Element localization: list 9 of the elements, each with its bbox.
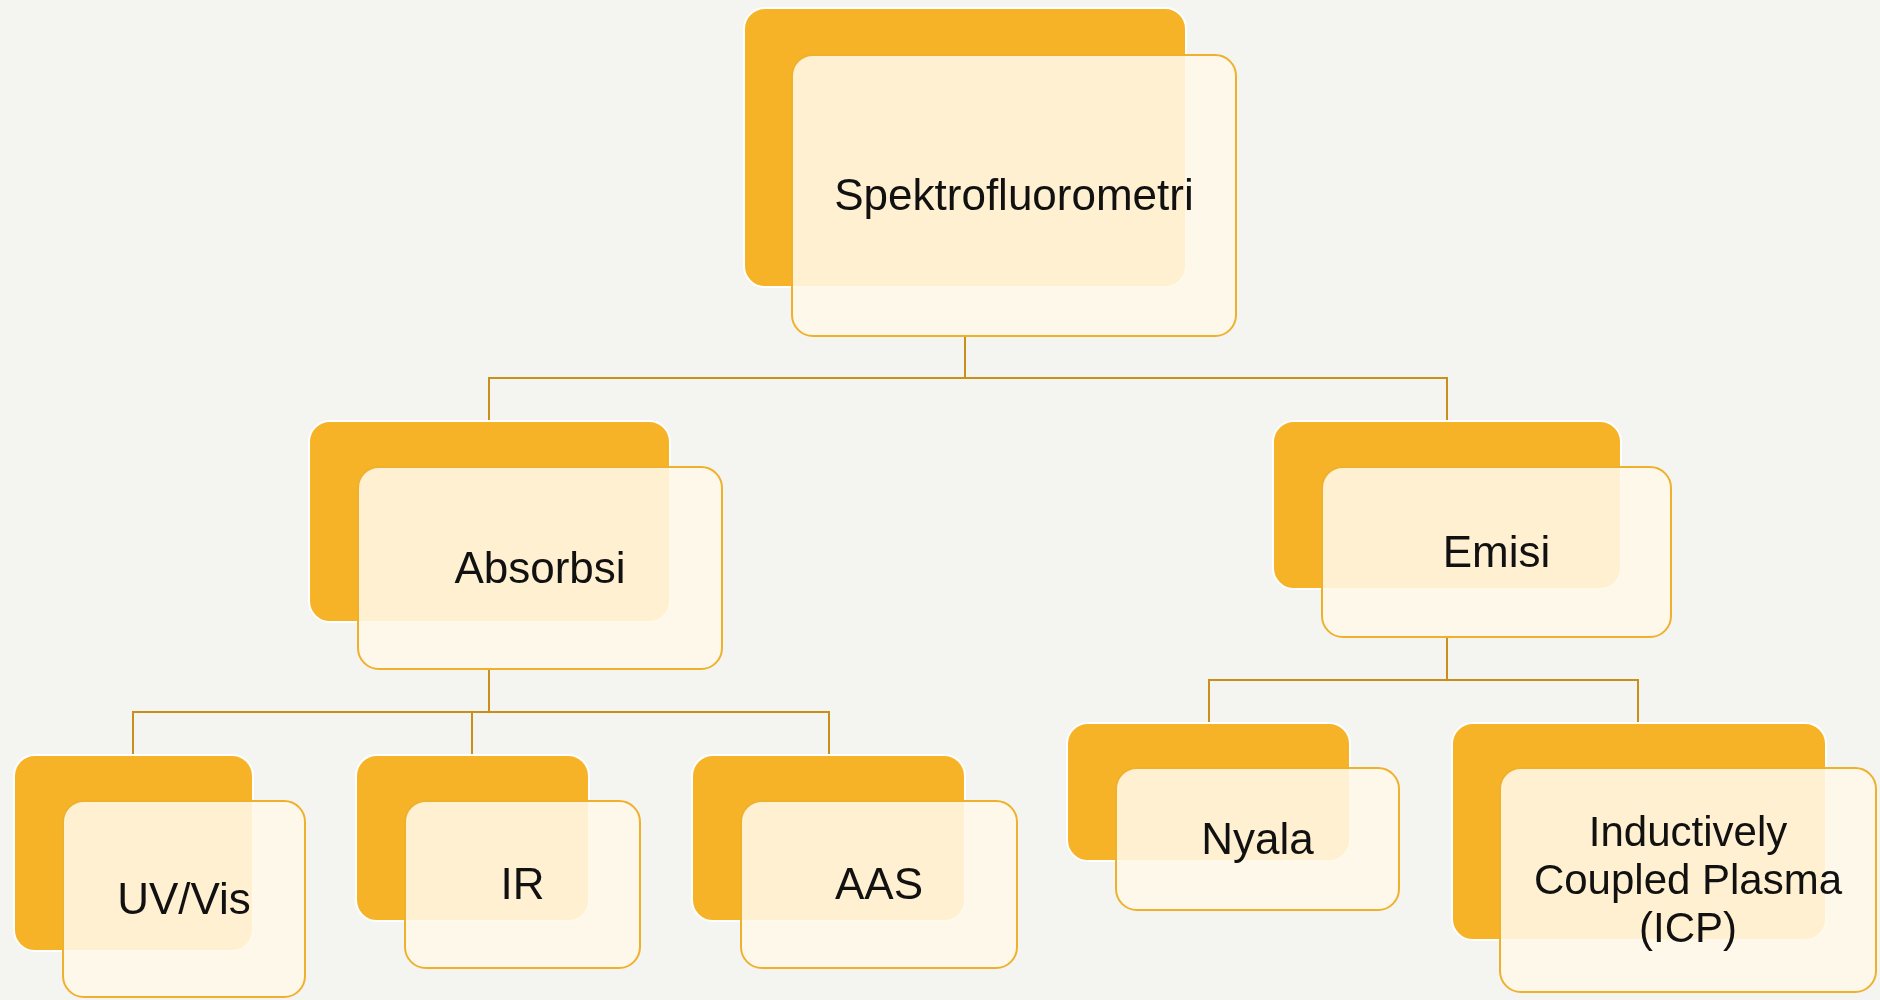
category-label: UV/Vis [117,873,251,925]
category-label: IR [500,859,545,910]
category-label: Absorbsi [454,542,626,594]
category-label: Spektrofluorometri [834,170,1194,221]
connector-line [1446,637,1639,723]
category-label: AAS [834,859,923,910]
category-label: Inductively Coupled Plasma (ICP) [1532,807,1844,953]
category-label: Nyala [1201,813,1314,865]
category-label: Emisi [1442,526,1551,578]
